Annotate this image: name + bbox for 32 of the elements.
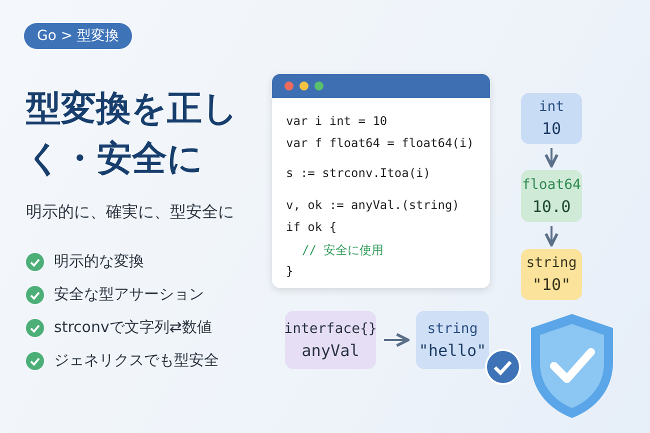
- code-line: var f float64 = float64(i): [286, 136, 474, 150]
- type-box: [521, 249, 582, 300]
- code-window: [272, 74, 490, 288]
- type-box: [521, 93, 582, 144]
- type-value: 10.0: [532, 196, 571, 216]
- type-value: "10": [532, 275, 571, 294]
- arrow: [384, 333, 410, 347]
- bullet-text: 明示的な変換: [54, 252, 144, 271]
- arrow: [544, 148, 558, 168]
- breadcrumb-badge: Go > 型変換: [24, 23, 132, 49]
- code-line: if ok {: [286, 220, 337, 234]
- type-name: string: [427, 320, 478, 336]
- code-line: }: [286, 264, 294, 278]
- arrow: [544, 226, 558, 246]
- code-line: var i int = 10: [286, 114, 388, 128]
- type-name: string: [526, 255, 577, 271]
- code-line: // 安全に使用: [302, 242, 384, 259]
- type-name: float64: [522, 176, 581, 192]
- type-name: int: [538, 99, 564, 115]
- type-value: 10: [542, 119, 562, 138]
- type-value: anyVal: [302, 340, 360, 360]
- type-box: [521, 170, 582, 222]
- bullet-text: 安全な型アサーション: [54, 285, 204, 304]
- code-line: v, ok := anyVal.(string): [286, 198, 460, 212]
- type-name: interface{}: [284, 320, 377, 336]
- type-value: "hello": [418, 340, 486, 360]
- bullet-text: ジェネリクスでも型安全: [54, 351, 219, 370]
- type-box: [416, 311, 489, 369]
- headline: 型変換を正しく・安全に: [26, 88, 239, 181]
- bullet-text: strconvで文字列⇄数値: [54, 318, 212, 337]
- code-line: s := strconv.Itoa(i): [286, 166, 430, 180]
- subtitle: 明示的に、確実に、型安全に: [26, 202, 234, 223]
